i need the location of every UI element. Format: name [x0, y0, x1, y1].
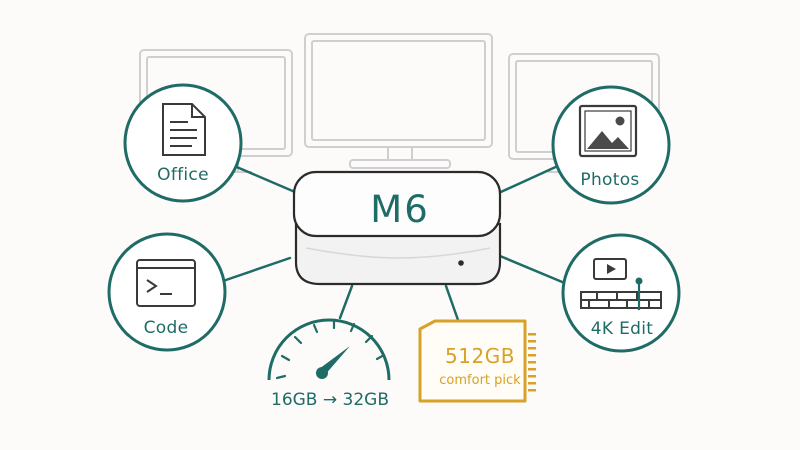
node-code [107, 232, 227, 352]
connector-memory [338, 284, 354, 320]
node-photos [551, 85, 671, 205]
connector-photos [490, 163, 562, 198]
connectors [221, 163, 569, 322]
connector-storage [444, 284, 460, 322]
code-label: Code [143, 318, 189, 338]
node-4k-edit [561, 233, 681, 353]
storage-chip-icon [418, 319, 536, 403]
device-mini-pc [292, 170, 502, 286]
connector-code [221, 256, 292, 283]
power-led-icon [458, 260, 464, 266]
document-icon [162, 103, 206, 156]
terminal-icon [136, 259, 196, 307]
4k-edit-label: 4K Edit [590, 319, 654, 339]
playhead-icon [635, 277, 643, 310]
connector-4k-edit [498, 254, 569, 286]
storage-size-label: 512GB [445, 344, 515, 368]
image-icon [578, 104, 638, 158]
gauge-needle [319, 346, 350, 376]
node-office [123, 83, 243, 203]
device-name: M6 [370, 188, 430, 231]
storage-note-label: comfort pick [439, 373, 521, 388]
gauge-icon [267, 318, 391, 381]
connector-office [230, 163, 304, 197]
video-timeline-icon [580, 258, 662, 309]
memory-upgrade-label: 16GB → 32GB [271, 390, 389, 410]
office-label: Office [157, 165, 209, 185]
photos-label: Photos [580, 170, 640, 190]
monitor-center [304, 33, 493, 169]
